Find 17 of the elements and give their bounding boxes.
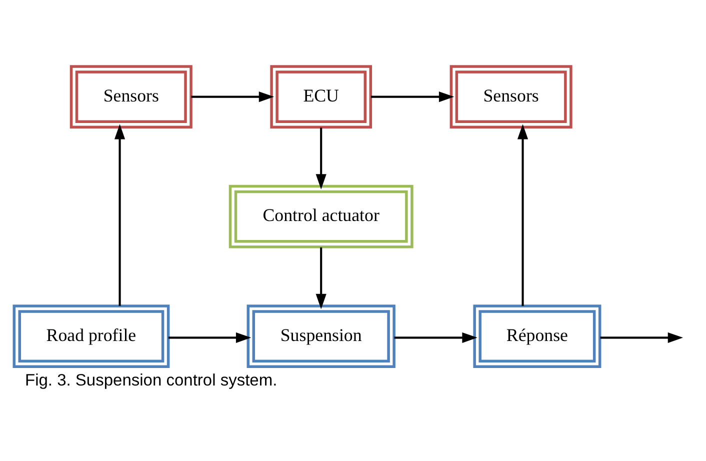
arrow: [371, 90, 454, 102]
node-box: Suspension: [246, 304, 396, 368]
node-box: Sensors: [450, 64, 572, 128]
node-box: Sensors: [70, 64, 192, 128]
arrow: [316, 127, 326, 189]
arrow: [168, 332, 252, 342]
arrow: [600, 332, 684, 342]
caption: Fig. 3. Suspension control system.: [24, 370, 278, 389]
arrow: [114, 124, 126, 306]
node-box: Réponse: [473, 304, 602, 368]
arrow: [316, 246, 326, 309]
node-box: Road profile: [12, 304, 170, 368]
arrow: [517, 124, 528, 306]
node-box: ECU: [270, 64, 372, 128]
arrow: [191, 90, 274, 102]
arrow: [394, 332, 478, 342]
node-box: Control actuator: [228, 184, 414, 248]
